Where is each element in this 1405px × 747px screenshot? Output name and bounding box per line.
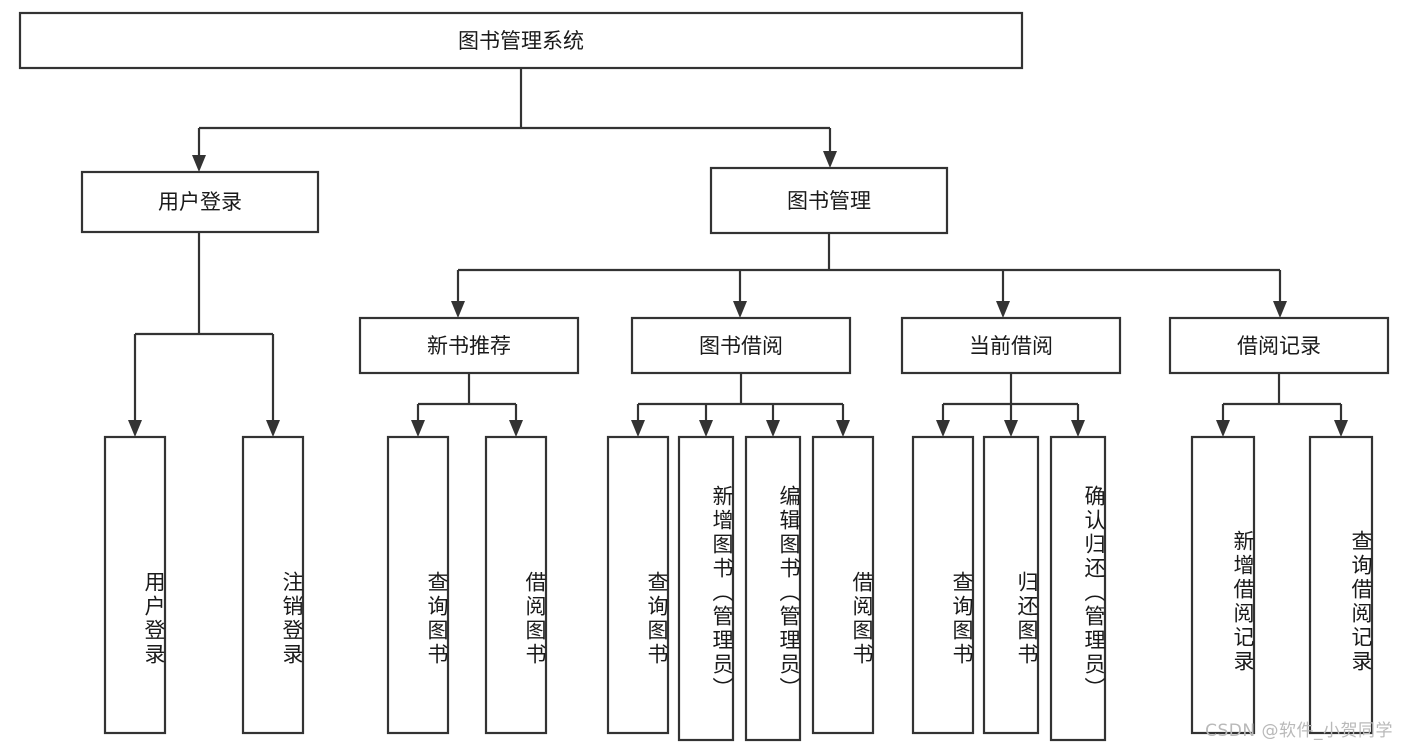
node-leaf-user-login[interactable] <box>103 435 167 735</box>
node-leaf-borrow-book-1[interactable] <box>484 435 548 735</box>
node-leaf-logout[interactable] <box>241 435 305 735</box>
connector-user-login-to-leaves <box>128 232 280 437</box>
node-leaf-query-book-3[interactable] <box>911 435 975 735</box>
node-leaf-query-book-1[interactable] <box>386 435 450 735</box>
node-current-borrow[interactable]: 当前借阅 <box>900 316 1122 375</box>
node-book-manage[interactable]: 图书管理 <box>709 166 949 235</box>
node-book-borrow[interactable]: 图书借阅 <box>630 316 852 375</box>
node-leaf-return-book[interactable] <box>982 435 1040 735</box>
node-borrow-record[interactable]: 借阅记录 <box>1168 316 1390 375</box>
node-borrow-record-label: 借阅记录 <box>1237 334 1321 358</box>
connector-root-to-level2 <box>192 68 837 172</box>
node-leaf-confirm-return[interactable] <box>1049 435 1107 742</box>
node-user-login[interactable]: 用户登录 <box>80 170 320 234</box>
node-leaf-query-record[interactable] <box>1308 435 1374 735</box>
node-root[interactable]: 图书管理系统 <box>18 11 1024 70</box>
connector-book-borrow-to-leaves <box>631 373 850 437</box>
node-leaf-add-book[interactable] <box>677 435 735 742</box>
node-book-manage-label: 图书管理 <box>787 189 871 213</box>
node-current-borrow-label: 当前借阅 <box>969 334 1053 358</box>
connector-book-manage-to-level3 <box>451 233 1287 318</box>
node-book-borrow-label: 图书借阅 <box>699 334 783 358</box>
connector-new-book-rec-to-leaves <box>411 373 523 437</box>
node-root-label: 图书管理系统 <box>458 29 584 53</box>
watermark-text: CSDN @软件_小贺同学 <box>1205 721 1393 741</box>
connector-borrow-record-to-leaves <box>1216 373 1348 437</box>
node-leaf-edit-book[interactable] <box>744 435 802 742</box>
connector-current-borrow-to-leaves <box>936 373 1085 437</box>
node-user-login-label: 用户登录 <box>158 190 242 214</box>
node-new-book-rec[interactable]: 新书推荐 <box>358 316 580 375</box>
node-leaf-query-book-2[interactable] <box>606 435 670 735</box>
node-leaf-borrow-book-2[interactable] <box>811 435 875 735</box>
node-leaf-add-record[interactable] <box>1190 435 1256 735</box>
node-new-book-rec-label: 新书推荐 <box>427 334 511 358</box>
